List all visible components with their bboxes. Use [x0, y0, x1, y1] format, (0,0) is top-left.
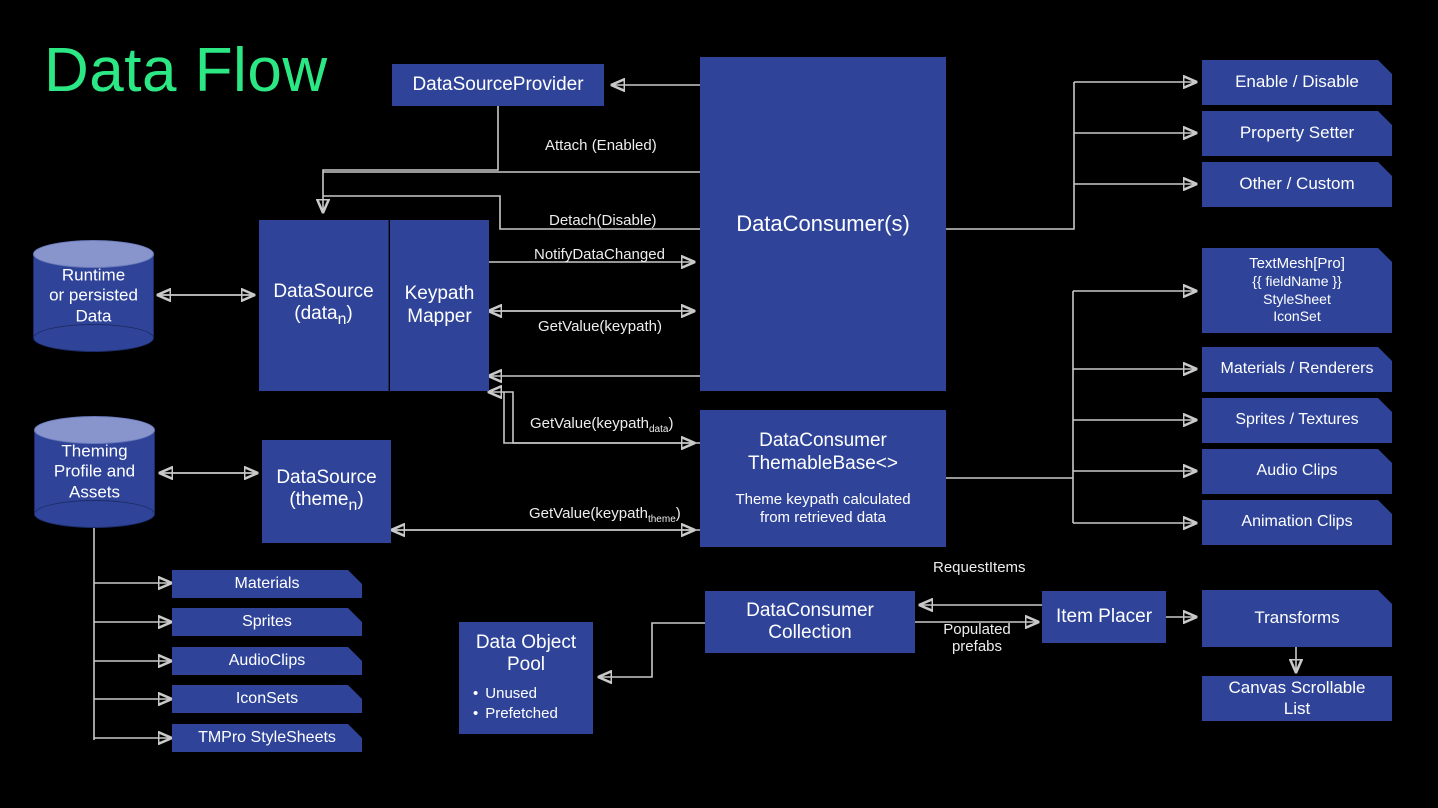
bullet-prefetched: Prefetched [473, 704, 593, 724]
edge-label-populated-line1: Populated [943, 621, 1011, 638]
node-other-custom[interactable]: Other / Custom [1202, 162, 1392, 207]
node-keypath-mapper[interactable]: Keypath Mapper [390, 220, 489, 391]
node-data-consumers[interactable]: DataConsumer(s) [700, 57, 946, 391]
cylinder-runtime-line3: Data [75, 306, 112, 326]
edge-label-getvalue-data-sub: data [648, 424, 669, 435]
node-property-setter[interactable]: Property Setter [1202, 111, 1392, 156]
node-transforms-label: Transforms [1254, 608, 1340, 628]
cylinder-theming-label: Theming Profile and Assets [34, 441, 155, 502]
node-animation-clips[interactable]: Animation Clips [1202, 500, 1392, 545]
node-datasource-data-line1: DataSource [273, 281, 374, 303]
node-datasource-data-line3: ) [346, 303, 353, 325]
node-textmesh-pro-line1: TextMesh[Pro] [1249, 255, 1345, 273]
node-item-placer-label: Item Placer [1055, 605, 1153, 627]
edge-label-getvalue-theme-pre: GetValue(keypath [529, 505, 648, 522]
page-title: Data Flow [44, 36, 328, 105]
node-textmesh-pro-line4: IconSet [1273, 308, 1321, 325]
edge-label-getvalue-keypath: GetValue(keypath) [538, 318, 662, 335]
edge-label-populated-prefabs: Populated prefabs [937, 621, 1017, 656]
node-datasource-data[interactable]: DataSource (datan) [259, 220, 389, 391]
node-asset-iconsets[interactable]: IconSets [172, 685, 362, 713]
node-asset-materials[interactable]: Materials [172, 570, 362, 598]
cylinder-bottom [34, 500, 155, 528]
node-data-object-pool-line2: Pool [506, 654, 546, 676]
node-themable-base-line1: DataConsumer [759, 430, 887, 452]
node-sprites-textures[interactable]: Sprites / Textures [1202, 398, 1392, 443]
node-datasource-data-line2: (data [294, 303, 338, 325]
cylinder-theming-line1: Theming [61, 441, 128, 461]
node-datasource-provider[interactable]: DataSourceProvider [392, 64, 604, 106]
data-object-pool-bullets: Unused Prefetched [473, 684, 593, 725]
bullet-unused: Unused [473, 684, 593, 704]
node-asset-sprites-label: Sprites [242, 612, 292, 630]
cylinder-runtime-label: Runtime or persisted Data [33, 265, 154, 326]
node-datasource-theme-line3: ) [357, 489, 364, 511]
edge-label-getvalue-theme-post: ) [675, 505, 681, 522]
cylinder-runtime-data[interactable]: Runtime or persisted Data [33, 240, 154, 352]
node-textmesh-pro[interactable]: TextMesh[Pro] {{ fieldName }} StyleSheet… [1202, 248, 1392, 333]
node-themable-base[interactable]: DataConsumer ThemableBase<> Theme keypat… [700, 410, 946, 547]
node-transforms[interactable]: Transforms [1202, 590, 1392, 647]
node-sprites-textures-label: Sprites / Textures [1235, 411, 1359, 429]
node-dataconsumer-collection[interactable]: DataConsumer Collection [705, 591, 915, 653]
node-materials-renderers-label: Materials / Renderers [1220, 360, 1374, 378]
node-datasource-theme[interactable]: DataSource (themen) [262, 440, 391, 543]
node-asset-tmpro-stylesheets[interactable]: TMPro StyleSheets [172, 724, 362, 752]
node-datasource-provider-label: DataSourceProvider [412, 73, 584, 95]
cylinder-runtime-line1: Runtime [61, 265, 126, 285]
node-asset-audioclips[interactable]: AudioClips [172, 647, 362, 675]
edge-label-getvalue-data-post: ) [668, 415, 674, 432]
node-textmesh-pro-line3: StyleSheet [1263, 290, 1331, 307]
edge-label-getvalue-data-pre: GetValue(keypath [530, 415, 649, 432]
node-canvas-scrollable-line1: Canvas Scrollable [1228, 678, 1366, 698]
node-asset-tmpro-stylesheets-label: TMPro StyleSheets [198, 728, 336, 746]
edge-label-getvalue-keypath-theme: GetValue(keypaththeme) [529, 505, 681, 526]
node-textmesh-pro-line2: {{ fieldName }} [1252, 272, 1342, 289]
cylinder-runtime-line2: or persisted [49, 285, 138, 305]
node-asset-audioclips-label: AudioClips [228, 651, 306, 669]
node-datasource-theme-line1: DataSource [276, 467, 377, 489]
node-datasource-theme-sub: n [348, 497, 358, 515]
node-themable-base-note2: from retrieved data [760, 508, 886, 526]
cylinder-theming-line2: Profile and [53, 461, 136, 481]
edge-label-populated-line2: prefabs [951, 638, 1003, 656]
edge-label-getvalue-keypath-data: GetValue(keypathdata) [530, 415, 673, 436]
cylinder-top [33, 240, 154, 268]
node-enable-disable-label: Enable / Disable [1235, 72, 1359, 92]
node-keypath-mapper-line2: Mapper [407, 305, 472, 327]
node-other-custom-label: Other / Custom [1239, 174, 1355, 194]
node-keypath-mapper-line1: Keypath [404, 283, 475, 305]
node-audio-clips[interactable]: Audio Clips [1202, 449, 1392, 494]
node-data-consumers-label: DataConsumer(s) [736, 211, 910, 237]
node-audio-clips-label: Audio Clips [1256, 462, 1338, 480]
node-datasource-data-sub: n [337, 311, 347, 329]
node-canvas-scrollable-list[interactable]: Canvas Scrollable List [1202, 676, 1392, 721]
node-themable-base-line2: ThemableBase<> [747, 452, 898, 474]
node-asset-iconsets-label: IconSets [235, 689, 299, 707]
cylinder-theming-assets[interactable]: Theming Profile and Assets [34, 416, 155, 528]
node-asset-materials-label: Materials [234, 574, 300, 592]
node-data-object-pool-line1: Data Object [475, 632, 577, 653]
node-datasource-theme-line2: (theme [289, 489, 349, 511]
cylinder-theming-line3: Assets [68, 482, 121, 502]
cylinder-bottom [33, 324, 154, 352]
node-dataconsumer-collection-line1: DataConsumer [746, 599, 874, 621]
node-themable-base-note1: Theme keypath calculated [735, 491, 911, 509]
node-asset-sprites[interactable]: Sprites [172, 608, 362, 636]
node-item-placer[interactable]: Item Placer [1042, 591, 1166, 643]
node-animation-clips-label: Animation Clips [1241, 513, 1353, 531]
edge-label-getvalue-theme-sub: theme [647, 514, 676, 525]
edge-label-notify: NotifyDataChanged [534, 246, 665, 263]
node-canvas-scrollable-line2: List [1283, 698, 1311, 718]
node-dataconsumer-collection-line2: Collection [768, 622, 852, 643]
edge-label-request-items: RequestItems [933, 559, 1026, 576]
edge-label-attach: Attach (Enabled) [545, 137, 657, 154]
edge-label-detach: Detach(Disable) [549, 212, 657, 229]
node-property-setter-label: Property Setter [1239, 123, 1355, 143]
node-materials-renderers[interactable]: Materials / Renderers [1202, 347, 1392, 392]
node-enable-disable[interactable]: Enable / Disable [1202, 60, 1392, 105]
cylinder-top [34, 416, 155, 444]
